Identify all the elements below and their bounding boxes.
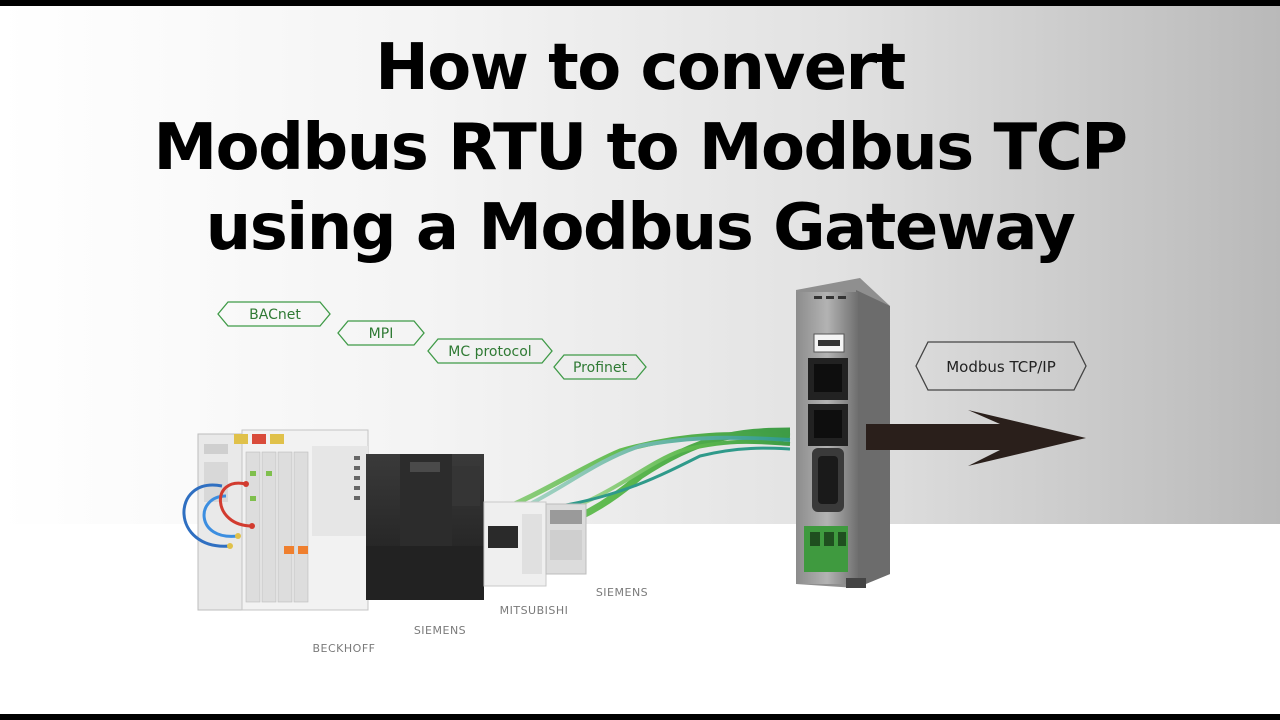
brand-label-mitsubishi: MITSUBISHI (500, 604, 569, 617)
network-diagram: BACnet MPI MC protocol Profinet Modbus T… (182, 278, 1087, 655)
output-protocol-tag: Modbus TCP/IP (915, 341, 1087, 391)
brand-label-siemens-2: SIEMENS (596, 586, 648, 599)
title-line-2: Modbus RTU to Modbus TCP (153, 111, 1128, 185)
siemens-plc-device (366, 454, 484, 600)
protocol-tag-bacnet: BACnet (217, 301, 331, 327)
output-arrow (866, 410, 1086, 466)
mitsubishi-plc-device (483, 501, 547, 587)
beckhoff-plc-device (182, 429, 369, 611)
thumbnail-canvas: How to convert Modbus RTU to Modbus TCP … (0, 6, 1280, 714)
video-title: How to convert Modbus RTU to Modbus TCP … (0, 28, 1280, 268)
title-line-1: How to convert (375, 31, 906, 105)
brand-label-siemens-1: SIEMENS (414, 624, 466, 637)
brand-label-beckhoff: BECKHOFF (313, 642, 376, 655)
protocol-label-mpi: MPI (369, 326, 394, 342)
protocol-label-bacnet: BACnet (249, 307, 301, 323)
protocol-tag-mpi: MPI (337, 320, 425, 346)
siemens-small-plc-device (545, 503, 587, 575)
protocol-tag-profinet: Profinet (553, 354, 647, 380)
protocol-label-profinet: Profinet (573, 360, 628, 376)
protocol-tag-mc-protocol: MC protocol (427, 338, 553, 364)
protocol-label-mc-protocol: MC protocol (448, 344, 531, 360)
modbus-gateway-device (796, 278, 890, 588)
output-protocol-label: Modbus TCP/IP (946, 358, 1056, 376)
title-line-3: using a Modbus Gateway (205, 191, 1076, 265)
